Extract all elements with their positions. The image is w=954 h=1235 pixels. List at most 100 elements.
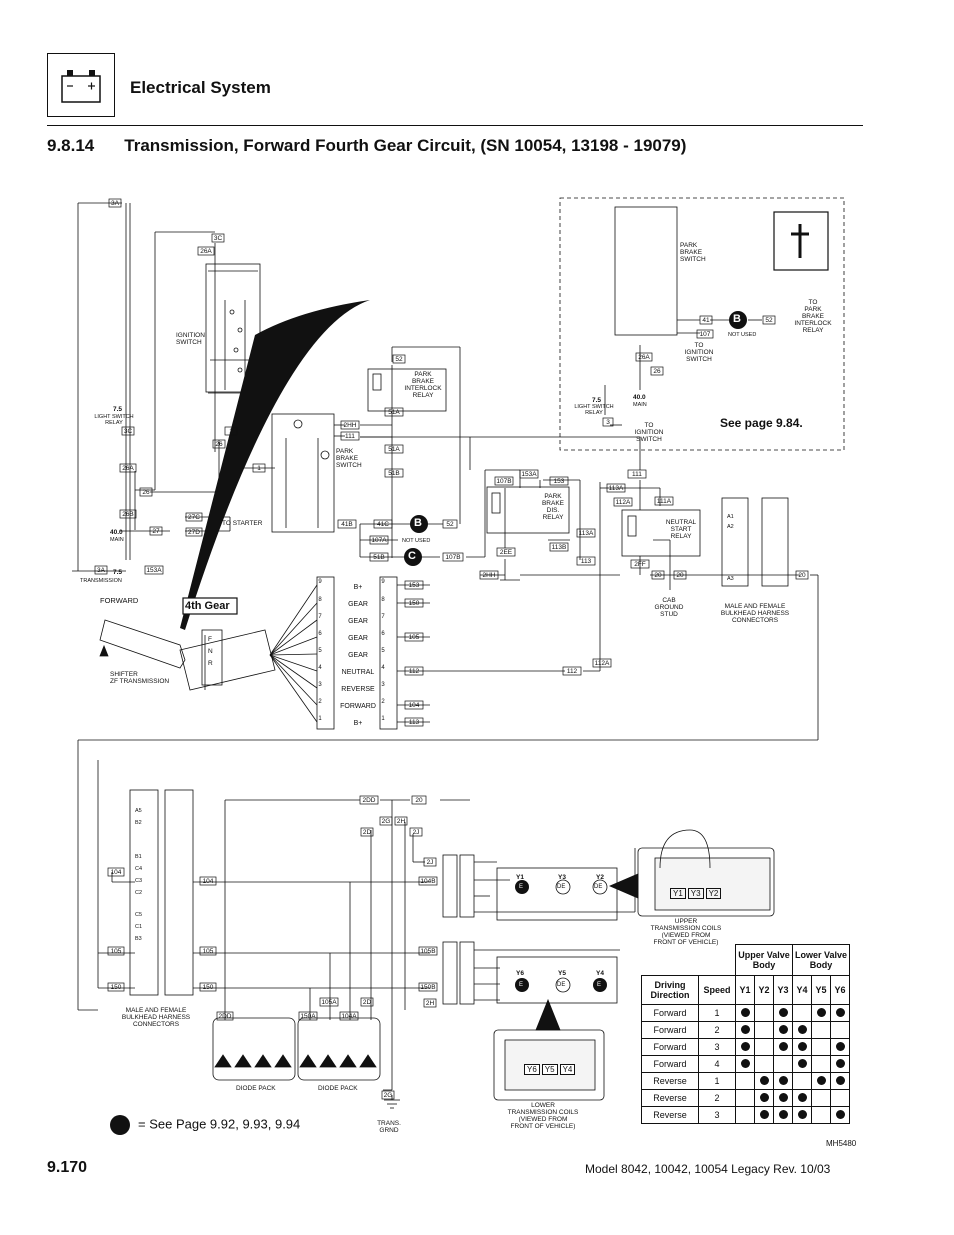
coil-y1-tag: E [519,884,524,890]
solenoid-cell [735,1106,755,1124]
wire-label: 26A [638,354,650,361]
wire-label: 150 [111,984,122,991]
wire-label: 111 [632,471,642,478]
wire-label: 20 [654,572,662,579]
battery-icon-box [47,53,115,117]
not-used-label: NOT USED [402,538,431,544]
wire-label: 2J [427,859,434,866]
pin-number: 1 [318,716,322,722]
solenoid-cell [792,1089,812,1107]
diode-pack-right [297,1017,381,1081]
gear-callout-box [182,597,238,615]
figure-id: MH5480 [826,1139,857,1148]
wire-label: 2G [384,1092,393,1099]
active-dot-icon [740,1058,750,1068]
wire-label: 27C [188,514,200,521]
wire-label: 150 [203,984,214,991]
wire-label: 111A [657,498,672,505]
solenoid-cell [735,1021,755,1039]
active-dot-icon [759,1109,769,1119]
pin-number: 8 [381,597,385,603]
gear-callout: 4th Gear [185,600,230,612]
speed-cell: 3 [698,1106,736,1124]
lower-coil-connector [442,941,620,1005]
active-dot-icon [740,1007,750,1017]
active-dot-icon [835,1109,845,1119]
wire-label: 104A [341,1013,357,1020]
solenoid-cell [830,1004,850,1022]
direction-cell: Forward [641,1038,699,1056]
coil-y1: Y1 [516,874,524,881]
solenoid-cell [811,1038,831,1056]
neutral-start-relay [77,436,819,1010]
active-dot-icon [835,1075,845,1085]
active-dot-icon [778,1092,788,1102]
coil-y3: Y3 [558,874,566,881]
solenoid-cell [830,1021,850,1039]
pin-number: 3 [318,682,322,688]
not-used-inset-label: NOT USED [728,332,757,338]
active-dot-icon [835,1058,845,1068]
solenoid-cell [735,1038,755,1056]
pin-number: 6 [318,631,322,637]
shifter-lever-icon [99,300,370,691]
wire-label: 104B [420,878,435,885]
legend-dot-icon [110,1115,130,1135]
active-dot-icon [740,1041,750,1051]
callout-circles [404,311,747,993]
wire-label: 105 [111,948,122,955]
active-dot-icon [797,1092,807,1102]
wire-label: 51B [388,470,400,477]
park-brake-dis-relay [469,437,620,581]
solenoid-cell [792,1038,812,1056]
direction-cell: Forward [641,1021,699,1039]
wire-label: 52 [446,521,454,528]
solenoid-cell [830,1038,850,1056]
wire-label: 20 [676,572,684,579]
col-y5: Y5 [811,975,831,1005]
active-dot-icon [778,1109,788,1119]
main-inset-label: MAIN [633,402,647,408]
legend: = See Page 9.92, 9.93, 9.94 [110,1115,300,1135]
footer-model: Model 8042, 10042, 10054 Legacy Rev. 10/… [585,1162,831,1176]
wire-label: 26 [653,368,661,375]
solenoid-cell [830,1055,850,1073]
left-bulkhead-connectors [78,760,470,1090]
pin-number: 9 [318,579,322,585]
solenoid-cell [792,1055,812,1073]
wire-label: 26A [200,248,212,255]
coil-y3-tag: DE [557,884,566,890]
wire-label-texts: 3A 3C 26A 3C 26 1 1 26A 26 26B 27 27C 27… [97,200,806,1099]
wire-label: 1 [257,465,261,472]
solenoid-cell [830,1106,850,1124]
wire-label: 107A [371,537,387,544]
solenoid-cell [754,1004,774,1022]
wire-label: 2G [382,818,391,825]
to-starter-label: TO STARTER [222,520,263,527]
active-dot-icon [816,1075,826,1085]
col-y6: Y6 [830,975,850,1005]
solenoid-cell [830,1089,850,1107]
lower-coil-photo [493,998,605,1101]
solenoid-cell [754,1106,774,1124]
coil-y2: Y2 [596,874,604,881]
active-dot-icon [797,1058,807,1068]
wire-label: 153 [554,478,565,485]
solenoid-cell [754,1038,774,1056]
section-title-text: Transmission, Forward Fourth Gear Circui… [124,136,687,155]
wire-label: 20 [415,797,423,804]
solenoid-cell [811,1004,831,1022]
speed-cell: 4 [698,1055,736,1073]
